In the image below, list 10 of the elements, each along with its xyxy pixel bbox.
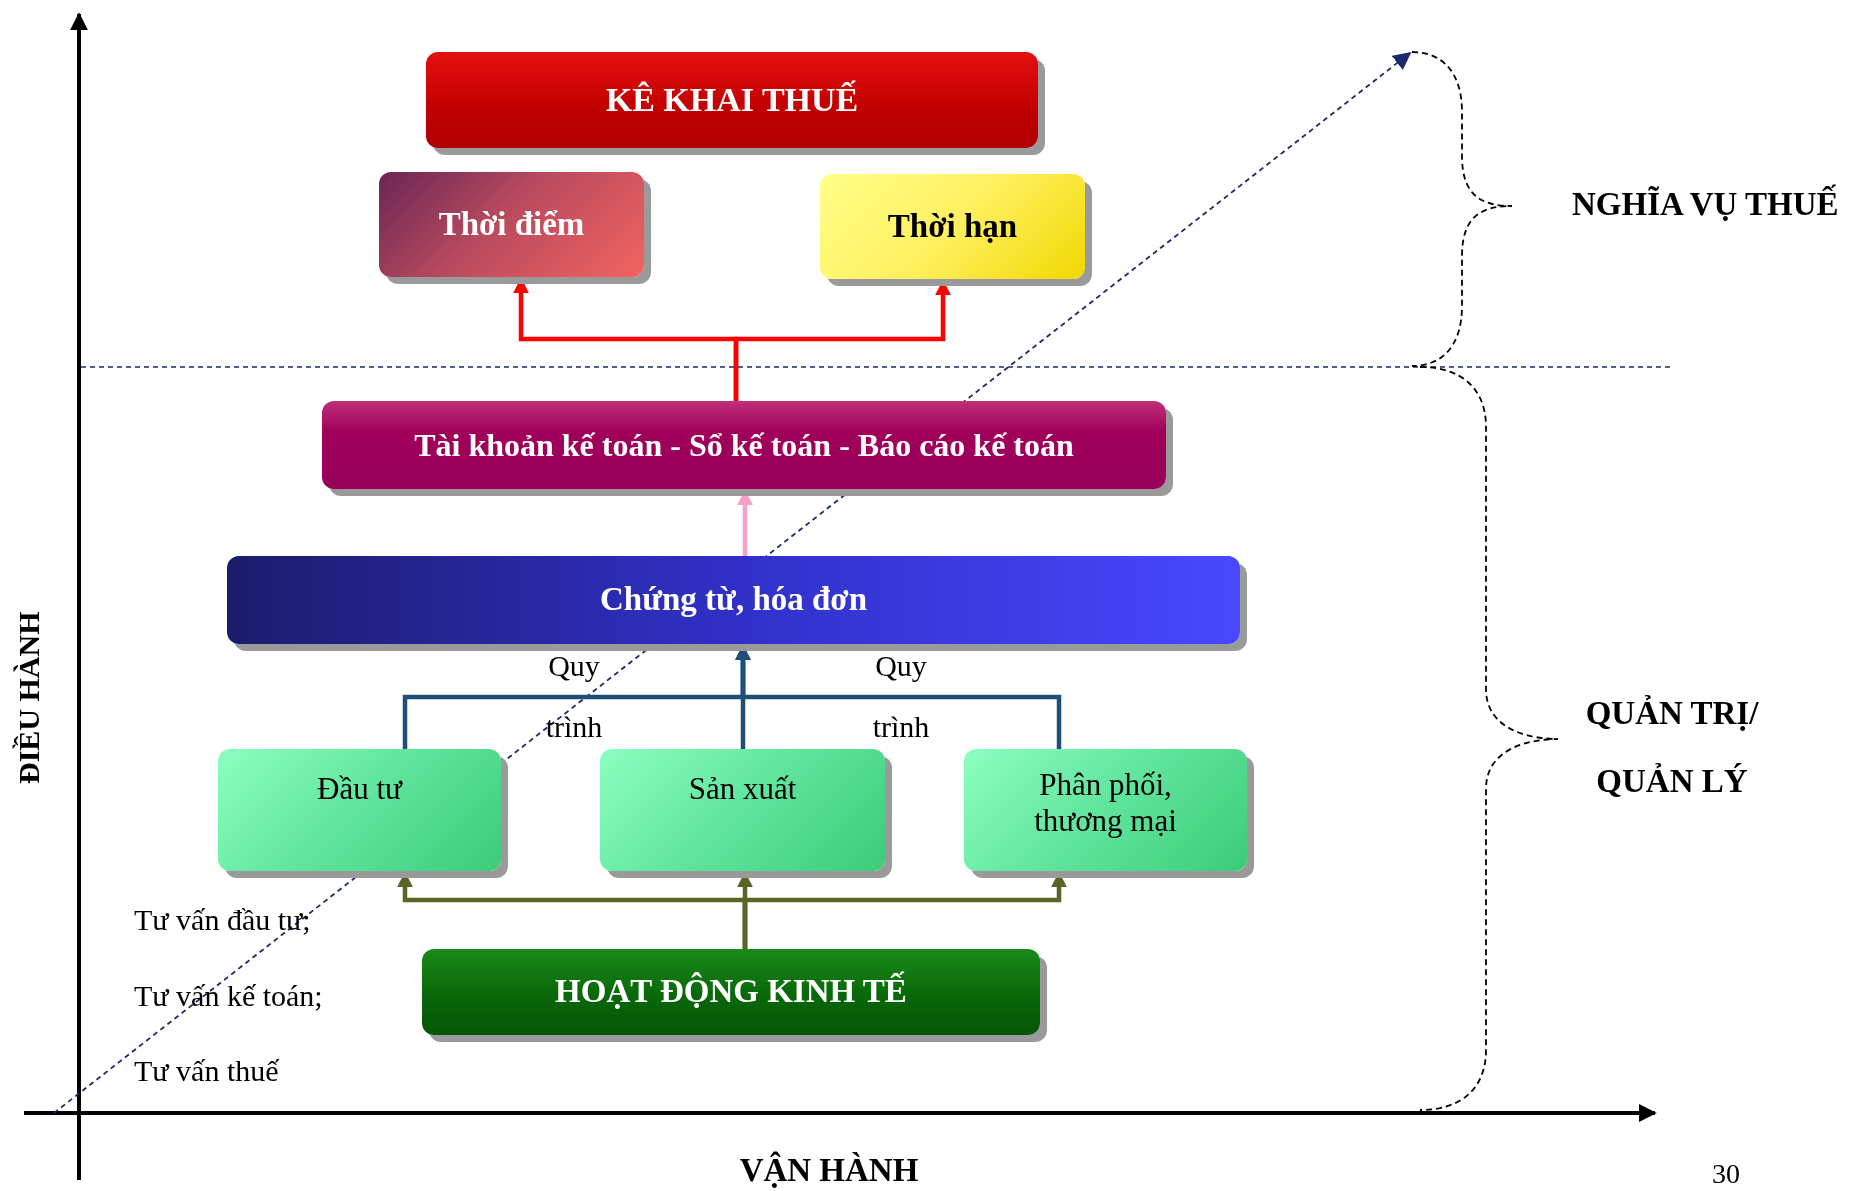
section-label: NGHĨA VỤ THUẾ: [1572, 186, 1839, 223]
edge-label: Quy trình: [544, 648, 604, 745]
axis-label: ĐIỀU HÀNH: [12, 611, 45, 784]
axis-label: VẬN HÀNH: [739, 1152, 919, 1189]
note-text: Tư vấn thuế: [134, 1054, 279, 1088]
page-number: 30: [1712, 1158, 1740, 1190]
note-text: Tư vấn kế toán;: [134, 979, 323, 1013]
note-text: Tư vấn đầu tư;: [134, 903, 311, 937]
edge-label: Quy trình: [871, 648, 931, 745]
section-label: QUẢN TRỊ/ QUẢN LÝ: [1584, 694, 1760, 801]
